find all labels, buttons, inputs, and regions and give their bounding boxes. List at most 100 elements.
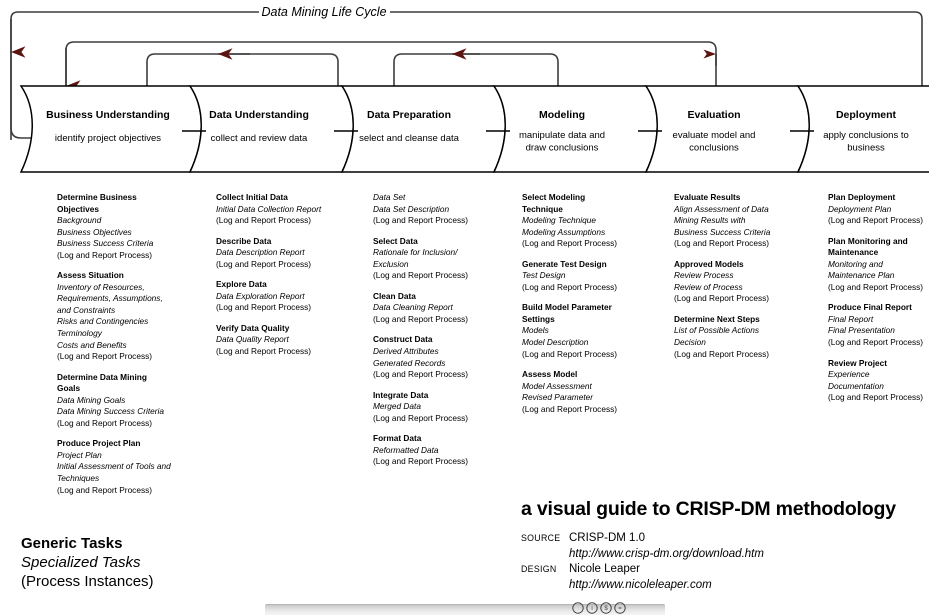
task-process-instance: (Log and Report Process) [57,249,153,260]
task-column-data-preparation: Data Set Data Set Description(Log and Re… [373,192,523,477]
credit-row-source: SOURCE CRISP-DM 1.0 [521,531,921,547]
task-generic: Explore Data [216,279,267,290]
task-generic: Describe Data [216,235,272,246]
phase-banner-modeling [492,85,658,173]
task-generic: Produce Project Plan [57,438,141,449]
task-specialized: Rationale for Inclusion/ Exclusion [373,247,458,269]
phase-title-business-understanding: Business Understanding [46,109,170,121]
task-generic: Assess Model [522,369,578,380]
phase-banner-data-preparation [340,85,506,173]
task-specialized: Inventory of Resources, Requirements, As… [57,281,163,350]
design-value: Nicole Leaper [569,563,640,575]
task-specialized: Modeling Technique Modeling Assumptions [522,215,606,237]
phase-subtitle-data-understanding: collect and review data [211,133,308,144]
data-mining-life-cycle-diagram: Data Mining Life Cycle Business Understa… [0,0,929,180]
task-process-instance: (Log and Report Process) [522,238,618,249]
phase-title-deployment: Deployment [836,109,897,121]
task-process-instance: (Log and Report Process) [216,346,312,357]
task-process-instance: (Log and Report Process) [373,456,469,467]
task-specialized: Project Plan Initial Assessment of Tools… [57,449,171,484]
task-process-instance: (Log and Report Process) [828,281,924,292]
task-specialized: Review Process Review of Process [674,270,743,292]
modeling-to-preparation-loop [393,53,559,88]
task-process-instance: (Log and Report Process) [57,417,153,428]
task-process-instance: (Log and Report Process) [216,215,312,226]
credits-title: a visual guide to CRISP-DM methodology [521,498,896,520]
task-specialized: Models Model Description [522,325,589,348]
task-specialized: Final Report Final Presentation [828,313,895,336]
task-specialized: Test Design [522,270,566,281]
task-process-instance: (Log and Report Process) [522,281,618,292]
credit-row-design-url: http://www.nicoleleaper.com [521,578,921,594]
task-process-instance: (Log and Report Process) [373,215,469,226]
credit-row-design: DESIGN Nicole Leaper [521,562,921,578]
task-generic: Construct Data [373,334,433,345]
task-specialized: Data Description Report [216,247,305,258]
task-generic: Review Project [828,357,888,368]
task-specialized: Data Exploration Report [216,290,305,301]
task-generic: Format Data [373,433,422,444]
legend: Generic Tasks Specialized Tasks (Process… [21,534,281,591]
task-process-instance: (Log and Report Process) [57,484,153,495]
legend-specialized-tasks: Specialized Tasks [21,554,141,571]
task-generic: Determine Business Objectives [57,192,137,214]
task-generic: Determine Next Steps [674,313,760,324]
phase-subtitle-data-preparation: select and cleanse data [359,133,460,144]
task-specialized: Deployment Plan [828,203,892,214]
source-url[interactable]: http://www.crisp-dm.org/download.htm [569,547,764,560]
task-generic: Plan Monitoring and Maintenance [828,235,908,258]
task-specialized: Merged Data [373,401,421,412]
phase-banner-deployment [796,85,929,173]
credits-block: a visual guide to CRISP-DM methodology S… [521,498,921,593]
task-process-instance: (Log and Report Process) [674,348,770,359]
task-generic: Plan Deployment [828,192,896,202]
task-process-instance: (Log and Report Process) [522,348,618,359]
phase-title-modeling: Modeling [539,109,585,121]
page-edge-bar [265,604,665,615]
task-generic: Assess Situation [57,270,124,281]
lifecycle-label: Data Mining Life Cycle [261,5,386,19]
phase-banner-business-understanding [19,85,202,173]
source-label: SOURCE [521,533,561,543]
svg-text:i: i [591,606,592,612]
task-generic: Approved Models [674,258,744,269]
task-generic: Integrate Data [373,389,429,400]
task-generic: Build Model Parameter Settings [522,302,612,324]
phase-title-data-understanding: Data Understanding [209,109,309,121]
task-process-instance: (Log and Report Process) [57,351,153,362]
task-specialized: Experience Documentation [828,369,884,391]
legend-generic-tasks: Generic Tasks [21,535,123,552]
task-specialized: Data Set Data Set Description [373,192,450,214]
task-generic: Select Modeling Technique [522,192,586,214]
task-process-instance: (Log and Report Process) [674,293,770,304]
task-process-instance: (Log and Report Process) [828,337,924,348]
source-value: CRISP-DM 1.0 [569,532,646,544]
task-process-instance: (Log and Report Process) [373,270,469,281]
task-process-instance: (Log and Report Process) [216,258,312,269]
task-generic: Generate Test Design [522,258,607,269]
lifecycle-loop-line-right [390,11,923,86]
task-process-instance: (Log and Report Process) [373,313,469,324]
design-url[interactable]: http://www.nicoleleaper.com [569,578,712,591]
task-specialized: Data Quality Report [216,334,289,345]
